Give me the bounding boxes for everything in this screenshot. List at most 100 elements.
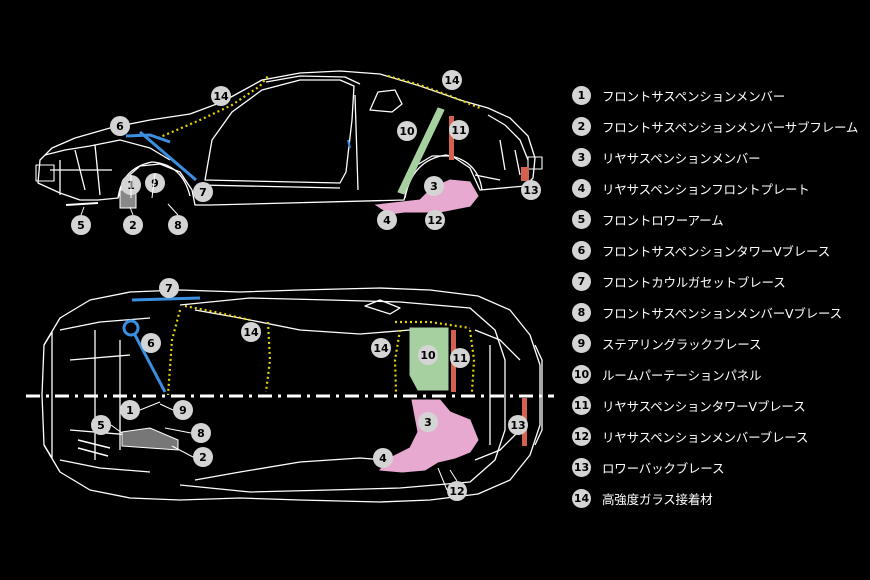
callout-number: 12 bbox=[427, 214, 442, 227]
legend-item: 12 リヤサスペンションメンバーブレース bbox=[572, 421, 867, 452]
legend-label: フロントロワーアーム bbox=[602, 213, 724, 228]
callout-circle: 14 bbox=[442, 70, 462, 90]
legend-label: ステアリングラックブレース bbox=[602, 337, 762, 352]
callout-circle: 2 bbox=[123, 215, 143, 235]
top-adhesive-f bbox=[395, 320, 471, 330]
side-leader-lines bbox=[80, 172, 179, 216]
legend-label: リヤサスペンションタワーVブレース bbox=[602, 399, 806, 414]
callout-circle: 14 bbox=[211, 86, 231, 106]
callout-number: 1 bbox=[126, 404, 134, 417]
legend-number: 13 bbox=[572, 458, 591, 477]
legend-number: 10 bbox=[572, 365, 591, 384]
callout-number: 4 bbox=[379, 452, 387, 465]
top-rear-member bbox=[379, 399, 479, 473]
callout-circle: 5 bbox=[91, 415, 111, 435]
legend-label: ルームパーテーションパネル bbox=[602, 368, 762, 383]
legend-label: フロントサスペンションタワーVブレース bbox=[602, 244, 831, 259]
callout-circle: 12 bbox=[425, 210, 445, 230]
legend-label: 高強度ガラス接着材 bbox=[602, 492, 713, 507]
side-lower-arm bbox=[65, 202, 99, 206]
top-cabin-outline bbox=[179, 297, 506, 493]
legend-number: 7 bbox=[572, 272, 591, 291]
legend-label: ロワーバックブレース bbox=[602, 461, 725, 476]
top-adhesive-b bbox=[184, 304, 251, 322]
callout-number: 2 bbox=[129, 219, 137, 232]
callout-circle: 7 bbox=[193, 182, 213, 202]
side-room-partition bbox=[397, 107, 445, 195]
callout-circle: 14 bbox=[371, 338, 391, 358]
callout-number: 4 bbox=[383, 214, 391, 227]
callout-circle: 11 bbox=[449, 120, 469, 140]
side-roof-line bbox=[265, 75, 361, 85]
callout-number: 11 bbox=[452, 352, 467, 365]
callout-circle: 4 bbox=[377, 210, 397, 230]
callout-circle: 4 bbox=[373, 448, 393, 468]
top-cowl-gusset bbox=[131, 296, 201, 302]
top-components bbox=[77, 296, 527, 473]
callout-number: 9 bbox=[151, 177, 159, 190]
side-window bbox=[204, 79, 355, 184]
callout-number: 7 bbox=[165, 282, 173, 295]
top-leader-lines bbox=[110, 401, 458, 491]
legend-label: リヤサスペンションメンバーブレース bbox=[602, 430, 809, 445]
callout-number: 8 bbox=[174, 219, 182, 232]
side-tower-v-brace bbox=[125, 133, 171, 144]
callout-number: 3 bbox=[424, 416, 432, 429]
side-front-block bbox=[35, 164, 55, 182]
callout-number: 13 bbox=[510, 419, 525, 432]
legend-label: フロントサスペンションメンバーサブフレーム bbox=[602, 120, 859, 135]
side-components bbox=[65, 74, 529, 215]
legend-item: 2 フロントサスペンションメンバーサブフレーム bbox=[572, 111, 867, 142]
top-callouts: 7 6 14 14 10 11 1 9 5 8 2 3 13 4 12 bbox=[91, 278, 528, 501]
callout-number: 6 bbox=[116, 120, 124, 133]
legend-number: 4 bbox=[572, 179, 591, 198]
callout-number: 12 bbox=[449, 485, 464, 498]
side-lower-back-brace bbox=[521, 167, 529, 181]
callout-number: 7 bbox=[199, 186, 207, 199]
side-window-blue bbox=[347, 139, 351, 149]
callout-number: 9 bbox=[179, 404, 187, 417]
legend-item: 7 フロントカウルガセットブレース bbox=[572, 266, 867, 297]
legend-label: リヤサスペンションメンバー bbox=[602, 151, 761, 166]
side-rear-tower-brace bbox=[449, 116, 454, 160]
legend-label: フロントサスペンションメンバー bbox=[602, 89, 786, 104]
callout-circle: 3 bbox=[418, 412, 438, 432]
callout-number: 14 bbox=[444, 74, 460, 87]
legend-number: 6 bbox=[572, 241, 591, 260]
legend-label: フロントカウルガセットブレース bbox=[602, 275, 786, 290]
legend-number: 1 bbox=[572, 86, 591, 105]
top-lower-arm bbox=[77, 439, 111, 457]
callout-circle: 5 bbox=[71, 215, 91, 235]
callout-number: 5 bbox=[77, 219, 85, 232]
callout-circle: 11 bbox=[450, 348, 470, 368]
legend-number: 8 bbox=[572, 303, 591, 322]
legend-number: 12 bbox=[572, 427, 591, 446]
legend-item: 6 フロントサスペンションタワーVブレース bbox=[572, 235, 867, 266]
legend-label: フロントサスペンションメンバーVブレース bbox=[602, 306, 842, 321]
callout-circle: 3 bbox=[424, 176, 444, 196]
top-view bbox=[41, 287, 543, 503]
side-quarter-window bbox=[369, 89, 403, 113]
callout-circle: 8 bbox=[191, 423, 211, 443]
top-front-bumper bbox=[43, 331, 53, 459]
callout-circle: 8 bbox=[168, 215, 188, 235]
top-adhesive-c bbox=[264, 321, 272, 393]
legend-item: 5 フロントロワーアーム bbox=[572, 204, 867, 235]
callout-circle: 9 bbox=[145, 173, 165, 193]
callout-circle: 10 bbox=[418, 345, 438, 365]
legend-number: 2 bbox=[572, 117, 591, 136]
callout-number: 10 bbox=[399, 125, 415, 138]
side-front-structure bbox=[44, 139, 171, 196]
top-adhesive-a bbox=[166, 309, 182, 396]
side-callouts: 14 14 6 10 11 7 3 1 9 13 5 2 8 4 12 bbox=[71, 70, 541, 235]
callout-circle: 10 bbox=[397, 121, 417, 141]
legend-item: 1 フロントサスペンションメンバー bbox=[572, 80, 867, 111]
legend-number: 5 bbox=[572, 210, 591, 229]
side-rear-structure bbox=[474, 114, 529, 181]
callout-circle: 6 bbox=[141, 333, 161, 353]
callout-number: 14 bbox=[373, 342, 389, 355]
legend-item: 8 フロントサスペンションメンバーVブレース bbox=[572, 297, 867, 328]
